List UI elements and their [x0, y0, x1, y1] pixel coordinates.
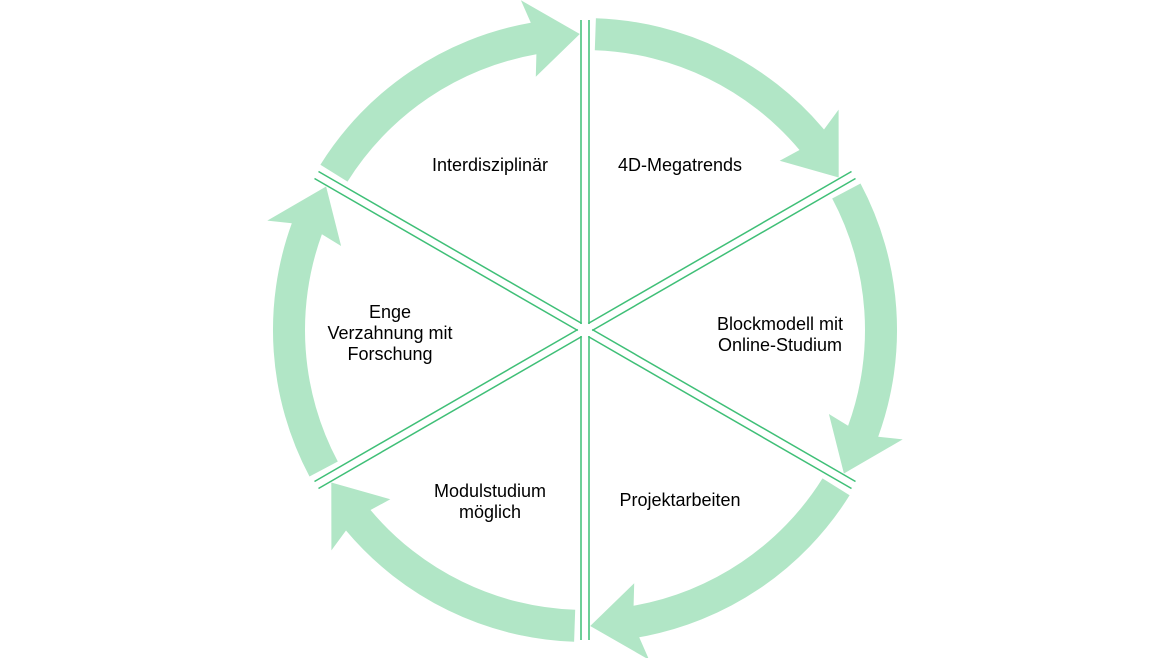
label-interdisziplinaer: Interdisziplinär: [431, 155, 549, 175]
cycle-arrows: [267, 0, 903, 658]
label-forschung: Enge Verzahnung mit Forschung: [327, 302, 453, 364]
arrow-modulstudium: [267, 186, 342, 477]
arrow-projektarbeiten: [331, 482, 576, 642]
divider-4: [314, 328, 583, 490]
divider-0: [580, 20, 590, 324]
segment-dividers: [314, 20, 856, 640]
label-modulstudium: Modulstudium möglich: [433, 481, 547, 522]
label-4d-megatrends: 4D-Megatrends: [617, 155, 743, 175]
divider-3: [580, 336, 590, 640]
label-blockmodell: Blockmodell mit Online-Studium: [716, 314, 844, 355]
arrow-blockmodell: [590, 478, 850, 658]
arrow-megatrends: [828, 183, 903, 474]
divider-1: [587, 170, 856, 332]
divider-5: [314, 170, 583, 332]
arrow-forschung: [320, 0, 580, 182]
arrow-interdisziplinaer: [594, 18, 839, 178]
divider-2: [587, 328, 856, 490]
label-projektarbeiten: Projektarbeiten: [619, 490, 741, 510]
